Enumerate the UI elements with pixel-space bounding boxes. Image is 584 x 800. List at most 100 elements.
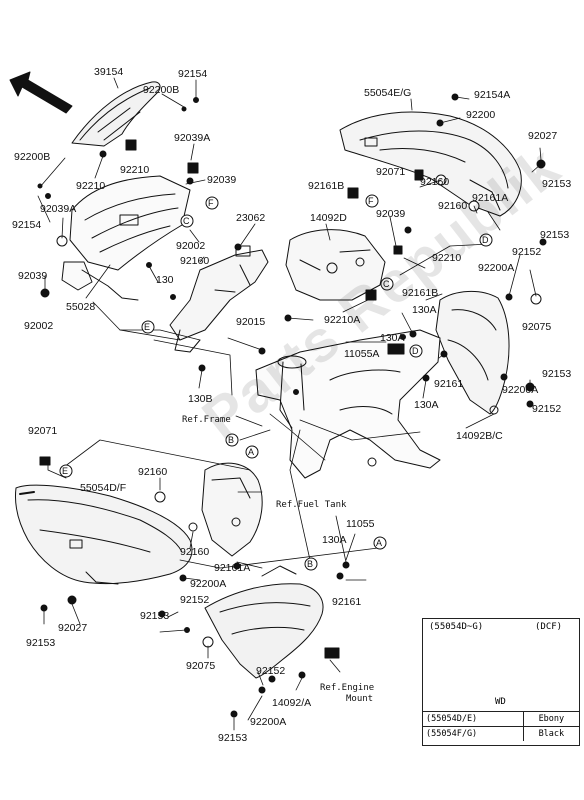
- part-label-92039a: 92039A: [174, 132, 211, 144]
- part-label-92154a: 92154A: [474, 89, 511, 101]
- color-legend-box: (55054D~G) (DCF) WD (55054D/E) Ebony (55…: [422, 618, 580, 746]
- part-label-55028: 55028: [66, 301, 96, 313]
- part-label-14092d: 14092D: [310, 212, 347, 224]
- legend-row-color: Ebony: [522, 711, 579, 727]
- reference-engine-mount-line1: Ref.Engine: [320, 683, 375, 693]
- part-label-92200b: 92200B: [143, 84, 180, 96]
- part-label-130a-b: 130A: [380, 332, 405, 344]
- stay-part: [169, 245, 269, 353]
- part-label-92200a-b: 92200A: [502, 384, 539, 396]
- tank-side-cover-part: [201, 462, 263, 557]
- part-label-130a-d: 130A: [322, 534, 347, 546]
- legend-row-color: Black: [522, 726, 579, 741]
- part-label-92075-b: 92075: [186, 660, 216, 672]
- legend-parts-range: (55054D~G): [429, 622, 484, 632]
- part-label-92152-d: 92152: [256, 665, 286, 677]
- part-label-92161-b: 92161: [332, 596, 362, 608]
- callout-b-lower: B: [307, 559, 314, 569]
- center-bracket-part: [285, 229, 386, 301]
- part-label-92160-b: 92160: [420, 176, 450, 188]
- part-label-92152-b: 92152: [532, 403, 562, 415]
- bracket-part: [61, 261, 139, 301]
- callout-f-upper: F: [208, 198, 214, 208]
- part-label-92153-f: 92153: [218, 732, 248, 744]
- reference-frame: Ref.Frame: [182, 415, 231, 425]
- part-label-92161b-b: 92161B: [402, 287, 439, 299]
- leader-lines: [37, 77, 542, 731]
- part-label-92071-b: 92071: [28, 425, 58, 437]
- callout-d-right: D: [482, 235, 489, 245]
- part-label-92075: 92075: [522, 321, 552, 333]
- callout-f-right: F: [368, 196, 374, 206]
- part-label-92039a-left: 92039A: [40, 203, 77, 215]
- part-label-92200a-d: 92200A: [250, 716, 287, 728]
- part-label-92210-c: 92210: [432, 252, 462, 264]
- part-label-92200: 92200: [466, 109, 496, 121]
- part-label-92152: 92152: [512, 246, 542, 258]
- part-label-92153-b: 92153: [540, 229, 570, 241]
- upper-right-cowl-part: [339, 111, 522, 217]
- part-label-92210: 92210: [76, 180, 106, 192]
- part-label-92160-d: 92160: [138, 466, 168, 478]
- part-label-39154: 39154: [94, 66, 124, 78]
- part-label-92015: 92015: [236, 316, 266, 328]
- part-label-92154-left: 92154: [12, 219, 42, 231]
- part-label-92153-e: 92153: [26, 637, 56, 649]
- callout-c-upper: C: [183, 216, 190, 226]
- lower-left-cowl-part: [15, 484, 193, 585]
- under-cowl-part: [204, 565, 324, 679]
- callout-e-lower: E: [62, 466, 69, 476]
- front-direction-arrow-icon: [9, 71, 73, 114]
- part-label-92200a-c: 92200A: [190, 578, 227, 590]
- part-label-92154: 92154: [178, 68, 208, 80]
- part-label-92160: 92160: [180, 255, 210, 267]
- part-label-92161a-b: 92161A: [214, 562, 251, 574]
- part-label-92153-c: 92153: [542, 368, 572, 380]
- part-label-92160-e: 92160: [180, 546, 210, 558]
- part-label-130a-c: 130A: [414, 399, 439, 411]
- callout-b-frame: B: [228, 435, 235, 445]
- part-label-130a: 130A: [412, 304, 437, 316]
- frame-part: [255, 329, 441, 479]
- callout-c-right: C: [383, 279, 390, 289]
- part-label-14092a: 14092/A: [272, 697, 312, 709]
- part-label-92027-bottom: 92027: [58, 622, 88, 634]
- part-label-92161: 92161: [434, 378, 464, 390]
- inner-panel-part: [69, 175, 191, 271]
- part-label-92161b: 92161B: [308, 180, 345, 192]
- lower-right-cowl-part: [435, 291, 510, 415]
- legend-row-part: (55054D/E): [423, 711, 524, 727]
- part-label-92039-left: 92039: [18, 270, 48, 282]
- part-label-92071: 92071: [376, 166, 406, 178]
- legend-color-table: (55054D/E) Ebony (55054F/G) Black: [423, 711, 579, 741]
- callout-e-upper: E: [144, 322, 151, 332]
- part-label-11055a: 11055A: [344, 348, 380, 360]
- callout-d-frame: D: [412, 346, 419, 356]
- part-label-130: 130: [156, 274, 174, 286]
- legend-row: (55054F/G) Black: [423, 726, 579, 741]
- part-label-92153-d: 92153: [140, 610, 170, 622]
- legend-decal-code: WD: [495, 697, 506, 707]
- part-label-92039: 92039: [207, 174, 237, 186]
- part-label-92161a: 92161A: [472, 192, 509, 204]
- callout-a-lower: A: [376, 538, 383, 548]
- part-label-23062: 23062: [236, 212, 266, 224]
- part-label-11055: 11055: [346, 518, 375, 530]
- part-label-92210a: 92210A: [324, 314, 361, 326]
- legend-region: (DCF): [535, 622, 563, 632]
- windscreen-part: [71, 81, 161, 147]
- part-label-92002: 92002: [176, 240, 206, 252]
- callout-markers: [59, 194, 493, 571]
- callout-a-frame: A: [248, 447, 255, 457]
- part-label-130b: 130B: [188, 393, 213, 405]
- legend-row: (55054D/E) Ebony: [423, 711, 579, 727]
- part-label-92039-right: 92039: [376, 208, 406, 220]
- part-label-55054eg: 55054E/G: [364, 87, 412, 99]
- legend-row-part: (55054F/G): [423, 726, 524, 741]
- part-label-92153: 92153: [542, 178, 572, 190]
- part-label-92200b-left: 92200B: [14, 151, 51, 163]
- part-label-92210-b: 92210: [120, 164, 150, 176]
- part-label-55054df: 55054D/F: [80, 482, 127, 494]
